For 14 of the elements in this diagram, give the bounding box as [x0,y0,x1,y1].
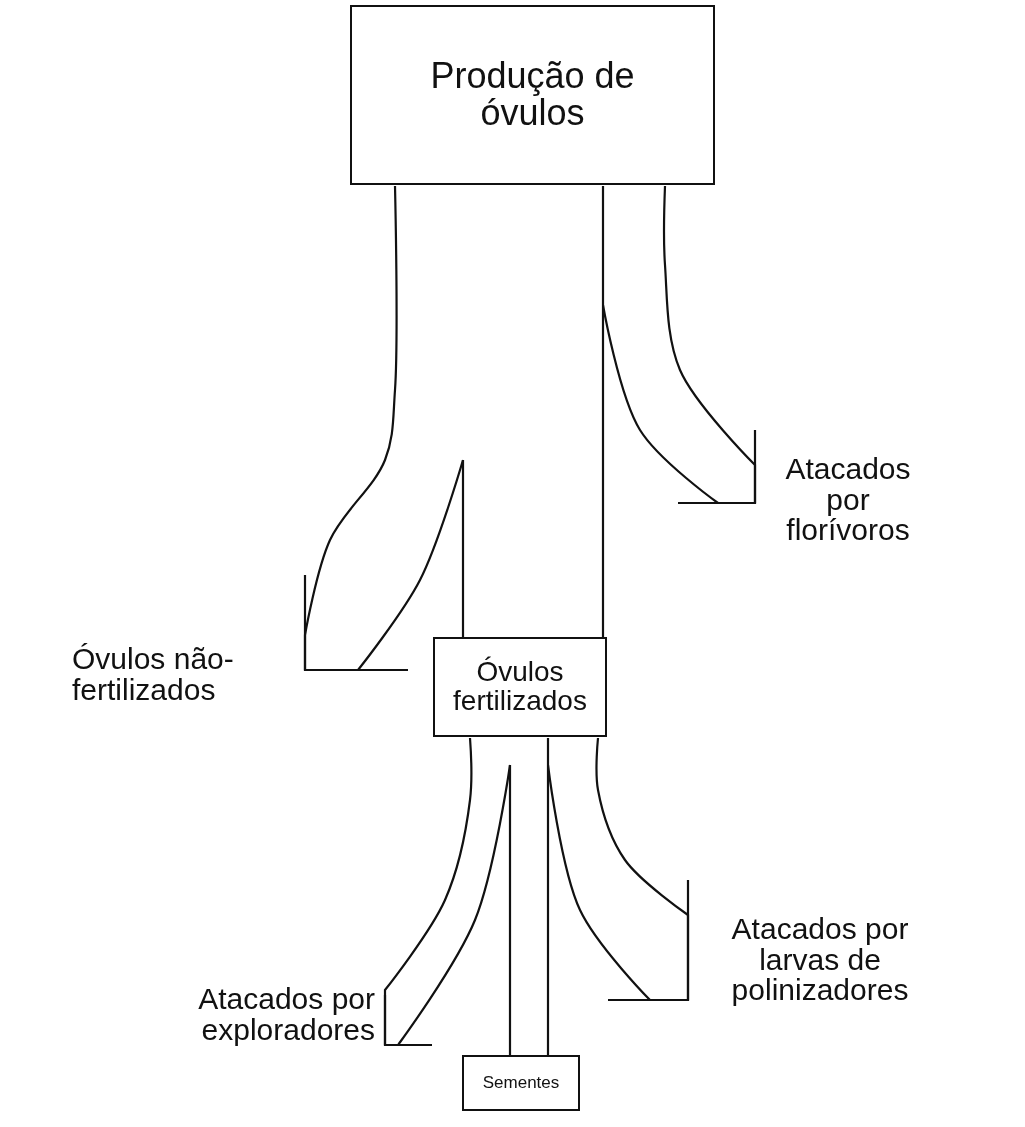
flow-label: Atacados por larvas de polinizadores [695,895,945,1025]
flow-arrow [303,185,410,672]
box-text: Produção de óvulos [429,58,636,132]
box-text: Sementes [482,1074,560,1092]
process-box [350,5,715,185]
box-text: Óvulos fertilizados [452,658,588,716]
process-box [462,1055,580,1111]
flow-arrow [383,737,473,1047]
flow-arrow [595,737,690,1002]
flow-label: Atacados por florívoros [762,440,934,560]
flow-arrow [663,185,757,505]
flow-label: Atacados por exploradores [115,960,375,1070]
flow-label: Óvulos não-fertilizados [72,625,302,725]
process-box [433,637,607,737]
